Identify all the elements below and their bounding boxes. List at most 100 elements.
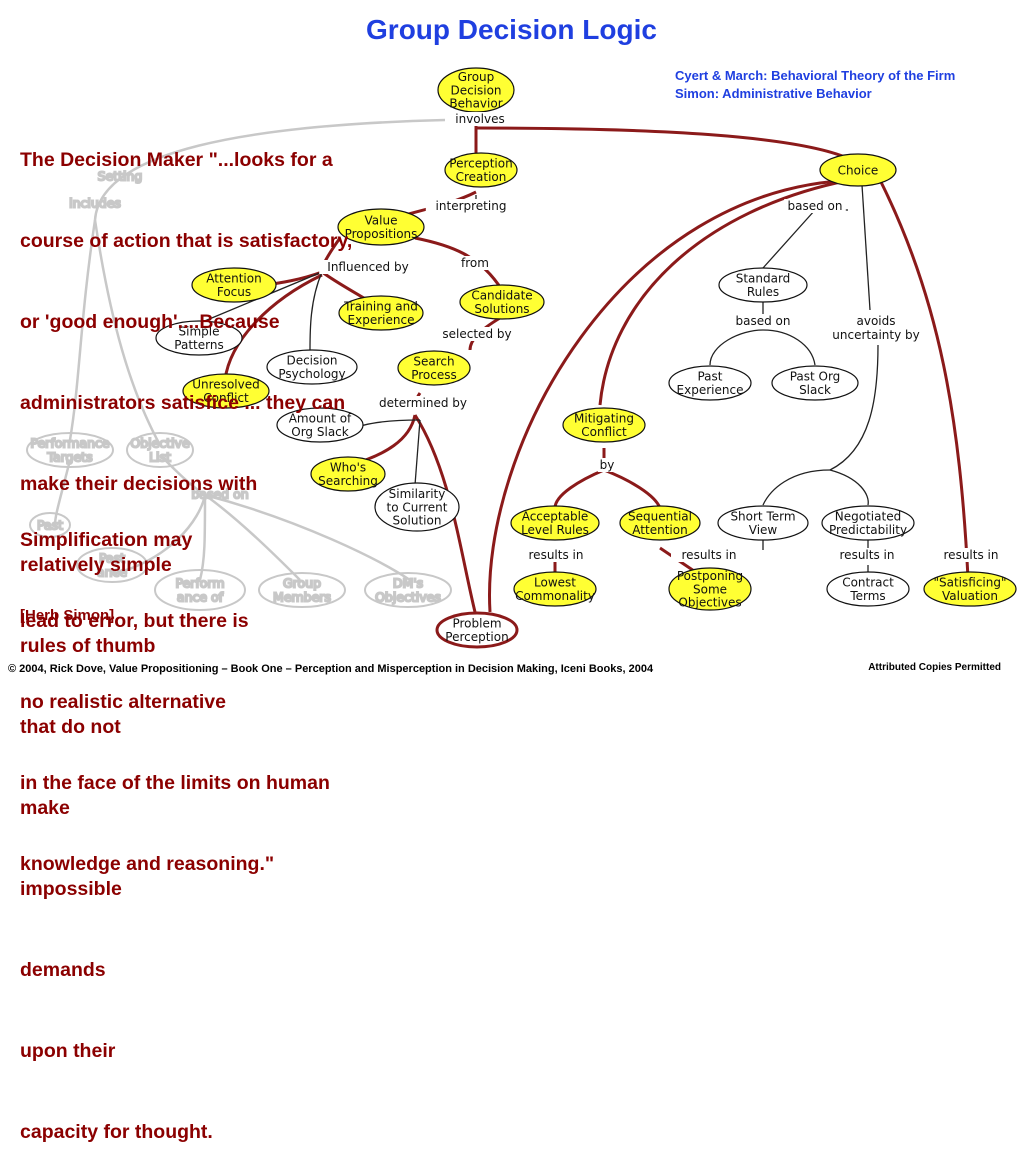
node-label: Contract	[842, 576, 894, 590]
node-label: Creation	[456, 170, 507, 184]
link-label-bg	[319, 260, 417, 274]
link-label-basedon1: based on	[788, 199, 843, 213]
node-label: ance	[97, 564, 127, 579]
node-label: Focus	[217, 285, 251, 299]
node-label: Simple	[179, 325, 220, 339]
link-label-bg	[425, 199, 517, 213]
nodes: GroupDecisionBehaviorPerceptionCreationV…	[155, 67, 1017, 649]
quote-line: Simplification may	[20, 529, 193, 551]
node-label: Solutions	[474, 302, 529, 316]
node-label: Sequential	[628, 510, 692, 524]
page-title: Group Decision Logic	[366, 14, 657, 45]
node-label: Level Rules	[521, 523, 589, 537]
node-label: Targets	[46, 449, 92, 464]
node-label: Mitigating	[574, 412, 634, 426]
node-label: ance of	[177, 589, 224, 604]
node-label: Process	[411, 368, 457, 382]
quote-line: make their decisions with	[20, 473, 258, 495]
quote-line: relatively simple	[20, 554, 172, 576]
link-label-results1: results in	[529, 548, 584, 562]
node-label: Performance	[30, 436, 110, 451]
node-label: Conflict	[203, 391, 249, 405]
node-label: Objectives	[375, 589, 441, 604]
link-label-bg	[732, 314, 794, 328]
node-label: Negotiated	[835, 510, 901, 524]
quote-line: course of action that is satisfactory,	[20, 230, 353, 252]
node-label: View	[749, 523, 778, 537]
node-label: Decision	[450, 83, 501, 97]
node-label: Who's	[330, 461, 366, 475]
link-label-selected: selected by	[442, 327, 511, 341]
node-label: Propositions	[345, 227, 418, 241]
node-label: Past	[37, 518, 63, 533]
ghost-node-past1: Past	[29, 512, 71, 538]
node-label: Amount of	[289, 412, 352, 426]
ghost-node-includes: includes	[68, 195, 122, 212]
quote-attribution: [Herb Simon]	[20, 607, 115, 624]
quote-line: capacity for thought.	[20, 1121, 213, 1143]
link-label-influenced: Influenced by	[327, 260, 408, 274]
reference-1: Cyert & March: Behavioral Theory of the …	[675, 68, 956, 83]
node-label: Value	[365, 214, 398, 228]
node-label: Slack	[799, 383, 831, 397]
link-label-bg	[449, 112, 511, 126]
node-label: Commonality	[515, 589, 595, 603]
quote-line: demands	[20, 959, 106, 981]
quote-line: no realistic alternative	[20, 691, 226, 713]
node-label: Candidate	[471, 289, 532, 303]
references: Cyert & March: Behavioral Theory of the …	[675, 67, 955, 103]
link-label-bg	[458, 256, 492, 270]
node-label: to Current	[387, 500, 448, 514]
link-label-avoids1: avoids	[857, 314, 896, 328]
node-label: DM's	[393, 576, 423, 591]
copyright-footer: © 2004, Rick Dove, Value Propositioning …	[8, 663, 654, 675]
node-label: Standard	[736, 272, 791, 286]
node-label: includes	[69, 196, 121, 211]
node-label: Patterns	[174, 338, 223, 352]
node-label: Perception	[445, 630, 508, 644]
link-label-bg	[852, 314, 900, 328]
link-label-results4: results in	[944, 548, 999, 562]
link-label-bg	[518, 548, 594, 562]
node-label: "Satisficing"	[933, 576, 1006, 590]
node-label: Lowest	[534, 576, 576, 590]
node-choice: Choice	[819, 153, 897, 187]
node-label: Search	[413, 355, 454, 369]
node-label: Conflict	[581, 425, 627, 439]
node-label: Group	[458, 70, 495, 84]
link-label-bg	[671, 548, 747, 562]
node-label: Objectives	[678, 596, 741, 610]
node-label: Postponing	[677, 569, 743, 583]
copy-permission-note: Attributed Copies Permitted	[868, 662, 1001, 673]
node-satisficing: "Satisficing"Valuation	[923, 571, 1017, 607]
quote-line: The Decision Maker "...looks for a	[20, 149, 333, 171]
quote-line: knowledge and reasoning."	[20, 853, 275, 875]
link-label-bg	[823, 328, 929, 342]
node-label: Perform	[175, 576, 224, 591]
node-label: Group	[283, 576, 321, 591]
node-label: Objective	[130, 436, 190, 451]
link-label-bg	[784, 199, 846, 213]
node-label: List	[149, 449, 171, 464]
link-label-bg	[829, 548, 905, 562]
node-label: Problem	[452, 617, 501, 631]
